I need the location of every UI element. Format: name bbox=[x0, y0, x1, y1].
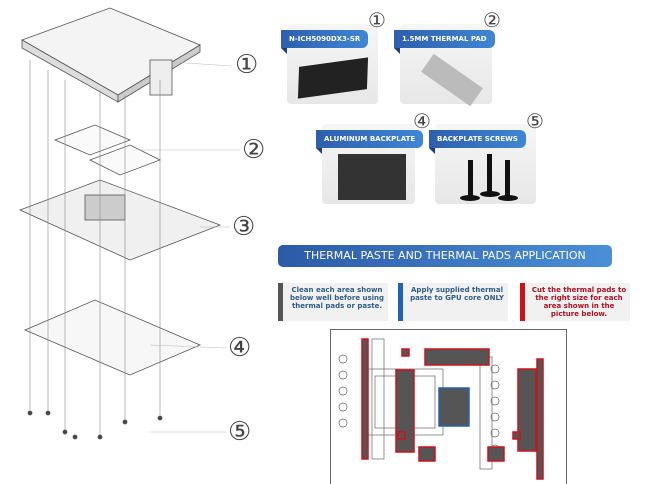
callout-5: ⑤ bbox=[228, 417, 252, 447]
card-number: ① bbox=[368, 8, 386, 32]
callout-2: ② bbox=[242, 135, 266, 165]
note-clean: Clean each area shown below well before … bbox=[278, 283, 388, 321]
water-block-image bbox=[297, 57, 369, 99]
screws-image bbox=[460, 154, 518, 201]
note-text: Clean each area shown below well before … bbox=[289, 286, 385, 310]
callout-1: ① bbox=[235, 50, 259, 80]
card-backplate: ALUMINUM BACKPLATE bbox=[316, 124, 424, 204]
gpu-core bbox=[438, 387, 470, 427]
pcb-pad-layout bbox=[330, 329, 567, 484]
note-text: Apply supplied thermal paste to GPU core… bbox=[410, 286, 504, 302]
card-screws: BACKPLATE SCREWS bbox=[429, 124, 536, 204]
note-pads: Cut the thermal pads to the right size f… bbox=[520, 283, 630, 321]
card-number: ④ bbox=[413, 109, 431, 133]
card-number: ⑤ bbox=[526, 109, 544, 133]
backplate bbox=[23, 299, 202, 376]
card-thermal-pad: 1.5MM THERMAL PAD bbox=[394, 24, 495, 107]
card-label: BACKPLATE SCREWS bbox=[429, 130, 526, 154]
card-water-block: N-ICH5090DX3-SR bbox=[281, 24, 378, 104]
card-label: ALUMINUM BACKPLATE bbox=[316, 130, 424, 154]
callout-4: ④ bbox=[228, 333, 252, 363]
callout-3: ③ bbox=[232, 212, 256, 242]
exploded-assembly-diagram bbox=[18, 7, 240, 440]
backplate-image bbox=[338, 154, 406, 200]
water-block bbox=[21, 7, 201, 103]
thermal-pad-image bbox=[421, 53, 483, 107]
note-paste: Apply supplied thermal paste to GPU core… bbox=[398, 283, 508, 321]
card-label: N-ICH5090DX3-SR bbox=[281, 30, 369, 54]
application-banner: THERMAL PASTE AND THERMAL PADS APPLICATI… bbox=[278, 245, 612, 267]
pcb bbox=[18, 179, 222, 261]
card-number: ② bbox=[483, 8, 501, 32]
card-label: 1.5MM THERMAL PAD bbox=[394, 30, 495, 54]
note-text: Cut the thermal pads to the right size f… bbox=[531, 286, 627, 318]
